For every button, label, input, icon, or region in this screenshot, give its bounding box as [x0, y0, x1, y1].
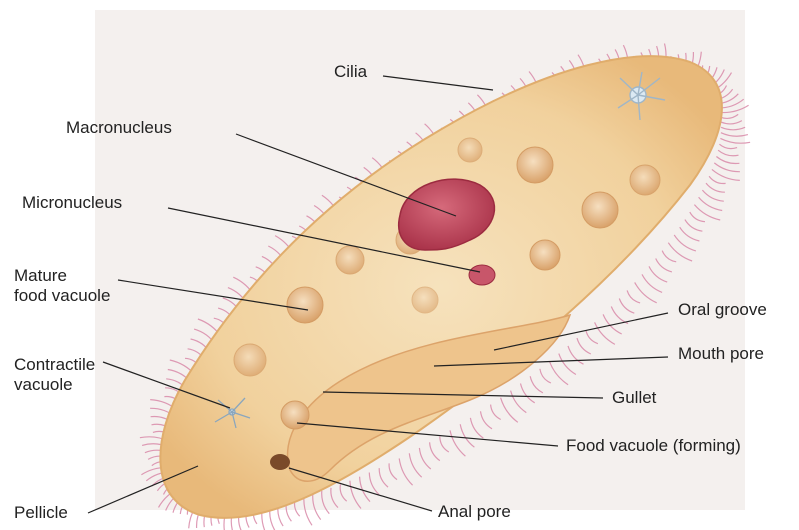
label-oral-groove: Oral groove — [678, 300, 767, 320]
label-mouth-pore: Mouth pore — [678, 344, 764, 364]
label-macronucleus: Macronucleus — [66, 118, 172, 138]
label-pellicle: Pellicle — [14, 503, 68, 523]
label-micronucleus: Micronucleus — [22, 193, 122, 213]
label-gullet: Gullet — [612, 388, 656, 408]
micronucleus-shape — [469, 265, 495, 285]
label-contractile-vacuole: Contractile vacuole — [14, 355, 95, 395]
label-anal-pore: Anal pore — [438, 502, 511, 522]
anal-pore-shape — [270, 454, 290, 470]
label-mature-food-vacuole: Mature food vacuole — [14, 266, 110, 306]
label-food-vacuole-forming: Food vacuole (forming) — [566, 436, 741, 456]
label-cilia: Cilia — [334, 62, 367, 82]
